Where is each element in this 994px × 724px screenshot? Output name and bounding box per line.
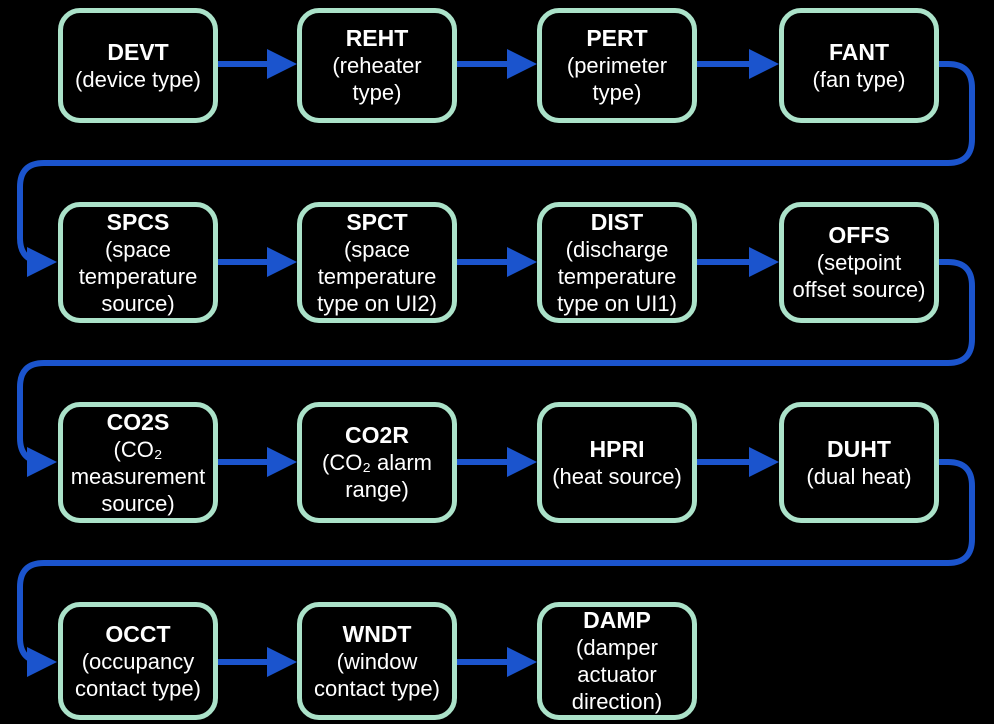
node-duht-code: DUHT <box>827 435 891 462</box>
node-damp-code: DAMP <box>583 607 651 633</box>
arrow-wrap-offs-co2s <box>17 259 975 477</box>
node-spct-desc: (space temperature type on UI2) <box>317 236 437 316</box>
node-fant: FANT (fan type) <box>779 8 939 123</box>
arrow-wrap-duht-occt <box>17 459 975 677</box>
node-spcs: SPCS (space temperature source) <box>58 202 218 323</box>
node-pert-code: PERT <box>586 25 648 51</box>
node-co2s-code: CO2S <box>106 408 170 435</box>
node-co2r-code: CO2R <box>345 422 409 448</box>
node-spcs-code: SPCS <box>106 208 170 235</box>
node-dist-desc: (discharge temperature type on UI1) <box>557 236 677 316</box>
node-offs-code: OFFS <box>828 222 890 248</box>
node-offs: OFFS (setpoint offset source) <box>779 202 939 323</box>
node-hpri: HPRI (heat source) <box>537 402 697 523</box>
node-co2s-desc: (CO₂ measurement source) <box>70 436 206 516</box>
node-co2r: CO2R (CO₂ alarm range) <box>297 402 457 523</box>
node-fant-code: FANT <box>828 38 890 65</box>
node-wndt: WNDT (window contact type) <box>297 602 457 720</box>
node-dist-code: DIST <box>590 208 644 235</box>
node-hpri-desc: (heat source) <box>552 463 682 489</box>
node-reht-code: REHT <box>345 25 409 51</box>
node-devt-desc: (device type) <box>75 66 201 92</box>
node-devt-code: DEVT <box>107 38 169 65</box>
node-dist: DIST (discharge temperature type on UI1) <box>537 202 697 323</box>
node-damp-desc: (damper actuator direction) <box>571 635 663 714</box>
node-spct: SPCT (space temperature type on UI2) <box>297 202 457 323</box>
node-wndt-desc: (window contact type) <box>314 648 440 701</box>
node-occt: OCCT (occupancy contact type) <box>58 602 218 720</box>
node-offs-desc: (setpoint offset source) <box>792 250 926 302</box>
node-wndt-code: WNDT <box>342 620 412 647</box>
node-pert: PERT (perimeter type) <box>537 8 697 123</box>
node-co2s: CO2S (CO₂ measurement source) <box>58 402 218 523</box>
node-co2r-desc: (CO₂ alarm range) <box>322 450 432 502</box>
node-spct-code: SPCT <box>346 208 408 235</box>
node-spcs-desc: (space temperature source) <box>78 236 198 316</box>
node-occt-code: OCCT <box>105 620 171 647</box>
node-pert-desc: (perimeter type) <box>566 53 668 105</box>
node-devt: DEVT (device type) <box>58 8 218 123</box>
node-duht-desc: (dual heat) <box>806 463 912 489</box>
node-occt-desc: (occupancy contact type) <box>75 648 201 701</box>
node-fant-desc: (fan type) <box>812 66 906 92</box>
arrow-wrap-fant-spcs <box>17 61 975 277</box>
node-reht: REHT (reheater type) <box>297 8 457 123</box>
node-damp: DAMP (damper actuator direction) <box>537 602 697 720</box>
node-hpri-code: HPRI <box>589 435 645 462</box>
node-duht: DUHT (dual heat) <box>779 402 939 523</box>
node-reht-desc: (reheater type) <box>332 53 422 105</box>
